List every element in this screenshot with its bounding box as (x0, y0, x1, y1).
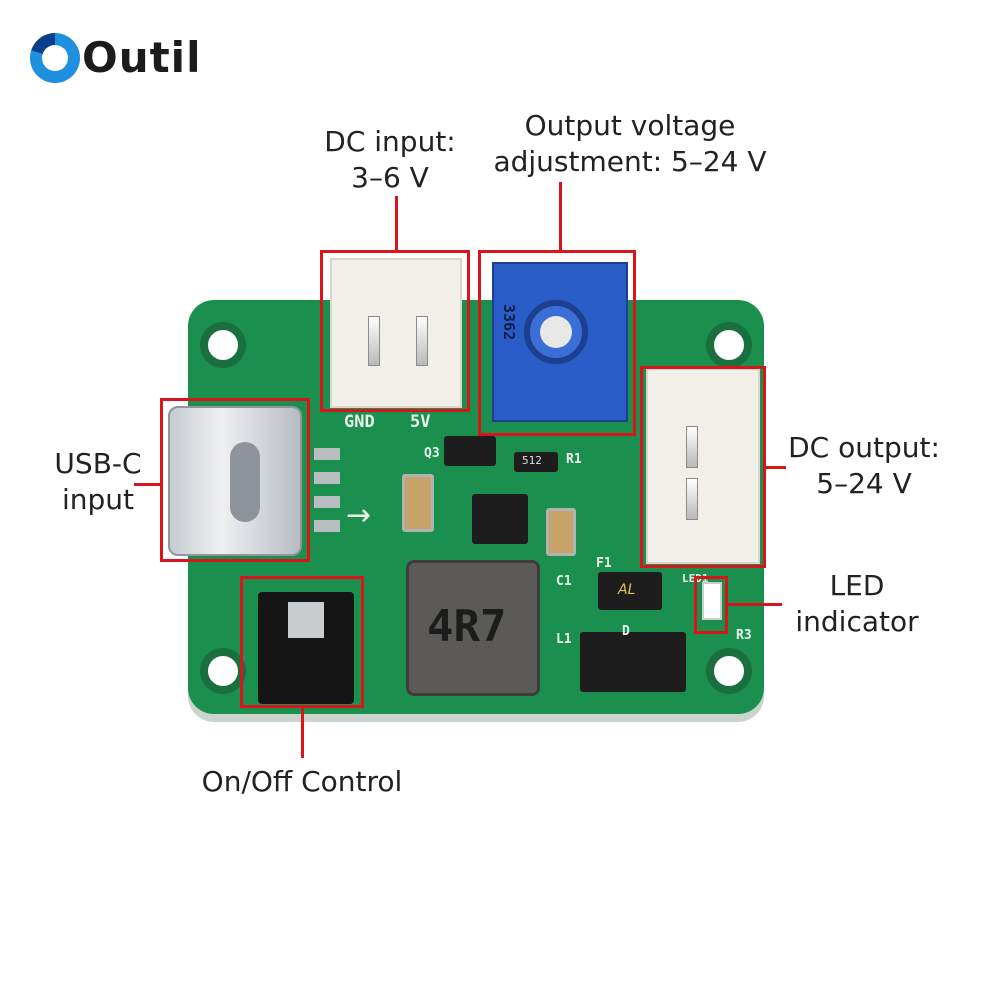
usbc-connector (168, 406, 302, 556)
arrow-right-icon: → (346, 498, 372, 533)
usbc-leader-line (134, 483, 162, 486)
on-off-label: On/Off Control (180, 764, 424, 800)
resistor-512: 512 (514, 452, 558, 472)
connector-pin (416, 316, 428, 366)
dc-input-label: DC input: 3–6 V (300, 124, 480, 196)
led-label: LED indicator (782, 568, 932, 640)
on-off-leader-line (301, 706, 304, 758)
jumper-pins (288, 602, 324, 638)
capacitor (546, 508, 576, 556)
solder-pad (314, 472, 340, 484)
dc-input-label-line2: 3–6 V (351, 161, 429, 194)
mounting-hole (706, 322, 752, 368)
silk-5v: 5V (410, 412, 431, 432)
screw-head (540, 316, 572, 348)
silk-c1: C1 (556, 574, 572, 589)
usbc-label: USB-C input (40, 446, 156, 518)
adjust-screw (524, 300, 588, 364)
solder-pad (314, 448, 340, 460)
silk-gnd: GND (344, 412, 375, 432)
usbc-port-opening (230, 442, 260, 522)
silk-pot-code: 3362 (500, 304, 518, 341)
solder-pad (314, 520, 340, 532)
on-off-highlight-box (240, 576, 364, 708)
usbc-label-line1: USB-C (54, 447, 142, 480)
connector-pin (368, 316, 380, 366)
silk-l1: L1 (556, 632, 572, 647)
led-label-line2: indicator (795, 605, 919, 638)
brand-logo: Outil (30, 28, 201, 88)
logo-text: Outil (82, 33, 202, 82)
output-voltage-highlight-box (478, 250, 636, 436)
connector-pin (686, 478, 698, 520)
fuse-code: AL (618, 582, 636, 598)
output-voltage-leader-line (559, 182, 562, 252)
usbc-highlight-box (160, 398, 310, 562)
potentiometer: 3362 (492, 262, 628, 422)
mounting-hole (706, 648, 752, 694)
dc-output-label-line1: DC output: (788, 431, 940, 464)
silk-r3: R3 (736, 628, 752, 643)
silk-f1: F1 (596, 556, 612, 571)
led-label-line1: LED (829, 569, 885, 602)
dc-input-connector (330, 258, 462, 408)
output-voltage-label: Output voltage adjustment: 5–24 V (470, 108, 790, 180)
mounting-hole (200, 648, 246, 694)
dc-input-highlight-box (320, 250, 470, 412)
dc-output-label: DC output: 5–24 V (776, 430, 952, 502)
inductor: 4R7 (406, 560, 540, 696)
silk-q3: Q3 (424, 446, 440, 461)
connector-pin (686, 426, 698, 468)
regulator-ic (472, 494, 528, 544)
led (702, 582, 722, 620)
solder-pad (314, 496, 340, 508)
on-off-jumper (258, 592, 354, 704)
mounting-hole (200, 322, 246, 368)
fuse: AL (598, 572, 662, 610)
dc-output-connector (646, 368, 760, 564)
inductor-code: 4R7 (427, 601, 507, 652)
output-voltage-label-line1: Output voltage (524, 109, 736, 142)
dc-input-leader-line (395, 196, 398, 252)
dc-output-label-line2: 5–24 V (816, 467, 912, 500)
transistor-q3 (444, 436, 496, 466)
output-voltage-label-line2: adjustment: 5–24 V (493, 145, 767, 178)
silk-r1: R1 (566, 452, 582, 467)
resistor-code: 512 (522, 454, 542, 467)
on-off-label-line1: On/Off Control (201, 765, 403, 798)
led-leader-line (726, 603, 782, 606)
logo-o-icon (30, 33, 80, 83)
dc-output-highlight-box (640, 366, 766, 568)
dc-input-label-line1: DC input: (324, 125, 456, 158)
usbc-label-line2: input (61, 483, 135, 516)
diode (580, 632, 686, 692)
dc-output-leader-line (764, 466, 786, 469)
silk-d: D (622, 624, 630, 639)
led-highlight-box (694, 576, 728, 634)
capacitor (402, 474, 434, 532)
